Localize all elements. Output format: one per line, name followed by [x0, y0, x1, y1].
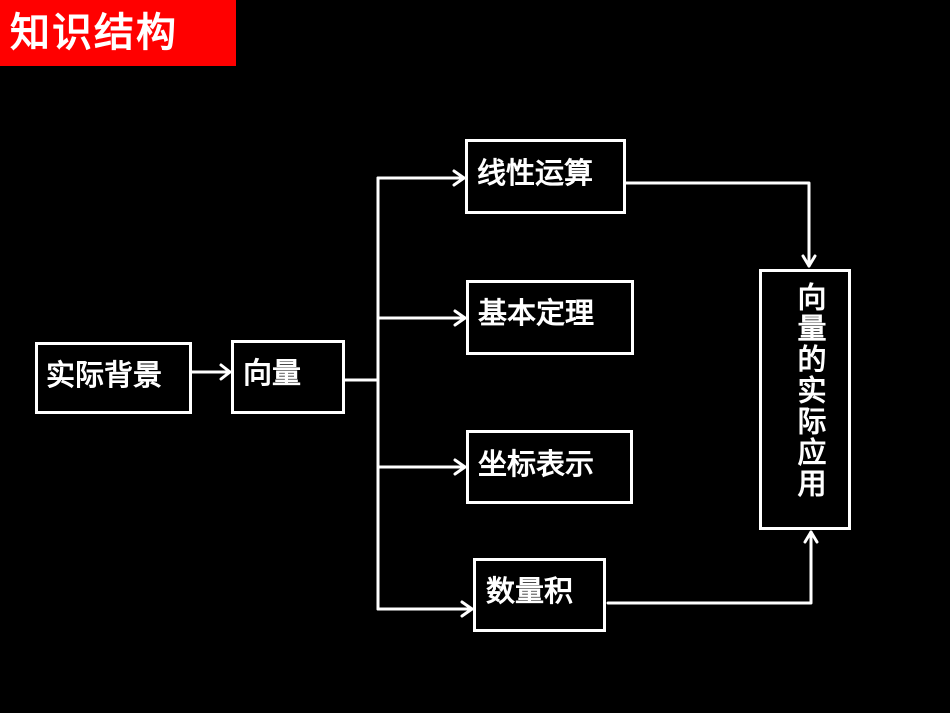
node-coordinates: 坐标表示 — [466, 430, 633, 504]
arrowhead-basic-theorem — [453, 309, 467, 327]
arrow-linear-ops-to-application — [623, 181, 811, 268]
node-application: 向量的实际应用 — [759, 269, 851, 530]
node-coordinates-label: 坐标表示 — [478, 447, 595, 481]
node-background: 实际背景 — [35, 342, 192, 414]
arrowhead-application-bottom — [803, 530, 819, 544]
slide-title: 知识结构 — [0, 0, 236, 66]
node-application-label: 向量的实际应用 — [793, 282, 827, 499]
node-linear-ops: 线性运算 — [465, 139, 626, 214]
arrowhead-dot-product — [460, 600, 474, 618]
node-basic-theorem: 基本定理 — [466, 280, 634, 355]
arrowhead-vector — [219, 363, 232, 381]
node-basic-theorem-label: 基本定理 — [478, 296, 595, 330]
arrowhead-linear-ops — [452, 169, 466, 187]
node-dot-product-label: 数量积 — [486, 574, 574, 608]
arrowhead-application-top — [801, 254, 817, 268]
arrowhead-coordinates — [453, 458, 467, 476]
node-vector: 向量 — [231, 340, 345, 414]
node-vector-label: 向量 — [243, 356, 302, 390]
node-background-label: 实际背景 — [46, 358, 163, 392]
arrow-dot-product-to-application — [606, 530, 813, 605]
node-linear-ops-label: 线性运算 — [477, 156, 594, 190]
node-dot-product: 数量积 — [473, 558, 606, 632]
